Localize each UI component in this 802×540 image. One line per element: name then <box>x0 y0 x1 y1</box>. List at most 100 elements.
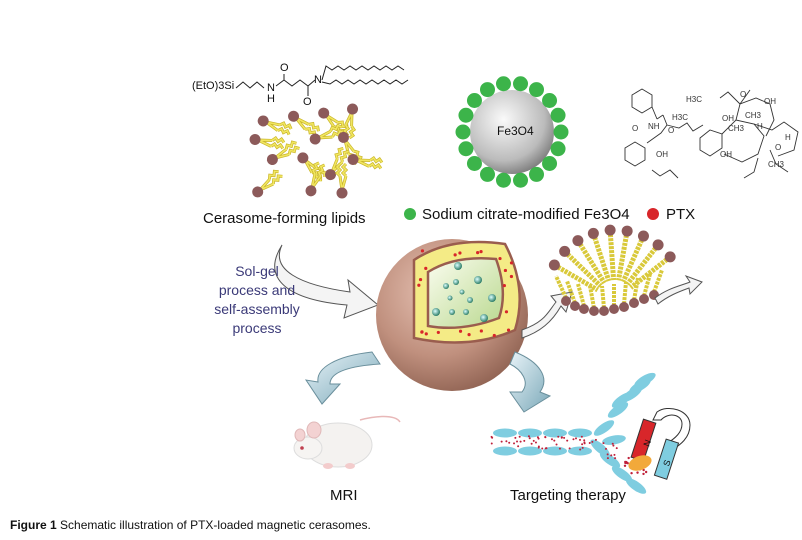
lipid-molecule <box>263 138 302 169</box>
drug-dot <box>534 441 537 444</box>
ptx-dot <box>492 333 496 338</box>
lipid-molecule <box>335 162 349 200</box>
drug-dot <box>490 442 493 445</box>
vessel-cell <box>518 428 542 438</box>
ptx-dot <box>503 268 508 273</box>
lipid-head <box>587 227 599 239</box>
vessel-cell <box>590 439 610 457</box>
drug-dot <box>581 446 584 449</box>
lipid-molecule <box>248 167 285 202</box>
citrate-shell-dot <box>495 172 511 188</box>
drug-dot <box>591 440 594 443</box>
citrate-shell-dot <box>466 155 482 171</box>
lipid-tail <box>562 249 603 288</box>
blood-vessel <box>490 372 656 494</box>
lipid-bilayer-fan <box>548 224 676 316</box>
ptx-atom-label: O <box>632 124 639 133</box>
mri-label: MRI <box>330 487 358 504</box>
drug-dot <box>500 440 503 443</box>
drug-dot <box>594 438 597 441</box>
drug-dot <box>610 454 613 457</box>
citrate-shell-dot <box>455 124 471 140</box>
drug-dot <box>606 453 609 456</box>
magnet <box>628 408 691 480</box>
ptx-dot <box>453 253 457 257</box>
ptx-dots <box>417 249 514 338</box>
encapsulated-fe3o4 <box>488 294 496 302</box>
lipid-head <box>548 259 560 271</box>
ptx-dot <box>479 250 483 254</box>
drug-dot <box>636 471 639 474</box>
figure-caption: Figure 1 Schematic illustration of PTX-l… <box>10 518 371 532</box>
drug-dot <box>513 442 516 445</box>
vessel-cell <box>543 446 567 456</box>
vessel-cell <box>611 392 633 408</box>
lipid-molecule <box>345 151 385 172</box>
vessel-cell <box>568 428 592 438</box>
lipid-tail <box>588 285 596 309</box>
mouse-image <box>293 415 401 469</box>
citrate-shell-dot <box>529 82 544 98</box>
citrate-shell-dot <box>529 166 544 182</box>
lipid-pair <box>572 235 607 285</box>
drug-dot <box>550 438 553 441</box>
drug-dot <box>553 439 556 442</box>
lipid-tail <box>575 239 607 285</box>
encapsulated-fe3o4 <box>480 314 488 322</box>
lipid-tail <box>600 285 606 309</box>
magnetic-cerasome <box>376 239 528 391</box>
carbonyl-o-label: O <box>280 62 289 74</box>
ptx-atom-label: OH <box>764 97 776 106</box>
lipid-tail <box>652 269 664 293</box>
targeting-arrow <box>509 351 552 413</box>
encapsulated-fe3o4 <box>454 262 462 270</box>
drug-dot <box>560 436 563 439</box>
lipid-head <box>652 239 664 251</box>
ptx-dot <box>458 329 463 333</box>
ptx-atom-label: CH3 <box>768 160 785 169</box>
ptx-atom-label: H3C <box>672 113 689 122</box>
carbonyl-o-label: O <box>303 96 312 108</box>
drug-dot <box>574 437 577 440</box>
vessel-cell <box>611 466 633 482</box>
targeting-therapy-label: Targeting therapy <box>510 487 626 504</box>
encapsulated-fe3o4 <box>443 283 449 289</box>
tertiary-n-label: N <box>314 74 322 86</box>
drug-dot <box>545 447 548 450</box>
fe3o4-legend-label: Sodium citrate-modified Fe3O4 <box>422 206 630 223</box>
drug-dot <box>583 442 586 445</box>
lipid-head <box>619 302 629 312</box>
vessel-cell <box>493 428 517 438</box>
lipid-head <box>589 306 599 316</box>
drug-dot <box>537 446 540 449</box>
release-out-arrow <box>654 274 703 305</box>
drug-dot <box>566 439 569 442</box>
lipid-head <box>579 304 589 314</box>
lipid-pair <box>559 245 603 288</box>
citrate-shell-dot <box>542 155 558 171</box>
encapsulated-fe3o4 <box>447 295 453 301</box>
lipid-head <box>609 304 619 314</box>
drug-dot <box>606 457 609 460</box>
figure-number: Figure 1 <box>10 518 57 532</box>
lipid-pair <box>625 239 664 286</box>
drug-dot <box>630 471 633 475</box>
ptx-dot <box>420 330 424 334</box>
drug-dot <box>491 436 494 439</box>
drug-dot <box>612 444 615 447</box>
lipids-label: Cerasome-forming lipids <box>203 210 366 227</box>
encapsulated-fe3o4 <box>453 279 459 285</box>
lipid-tail <box>616 230 630 281</box>
lipid-head <box>664 251 676 263</box>
lipid-cluster <box>247 101 385 202</box>
drug-dot <box>588 442 591 445</box>
ptx-atom-label: NH <box>648 122 660 131</box>
vessel-cell <box>599 452 621 468</box>
drug-dot <box>604 447 607 450</box>
lipid-head <box>599 306 609 316</box>
lipid-tail <box>625 243 661 286</box>
lipid-tail <box>554 275 568 299</box>
citrate-shell-dot <box>550 141 566 157</box>
